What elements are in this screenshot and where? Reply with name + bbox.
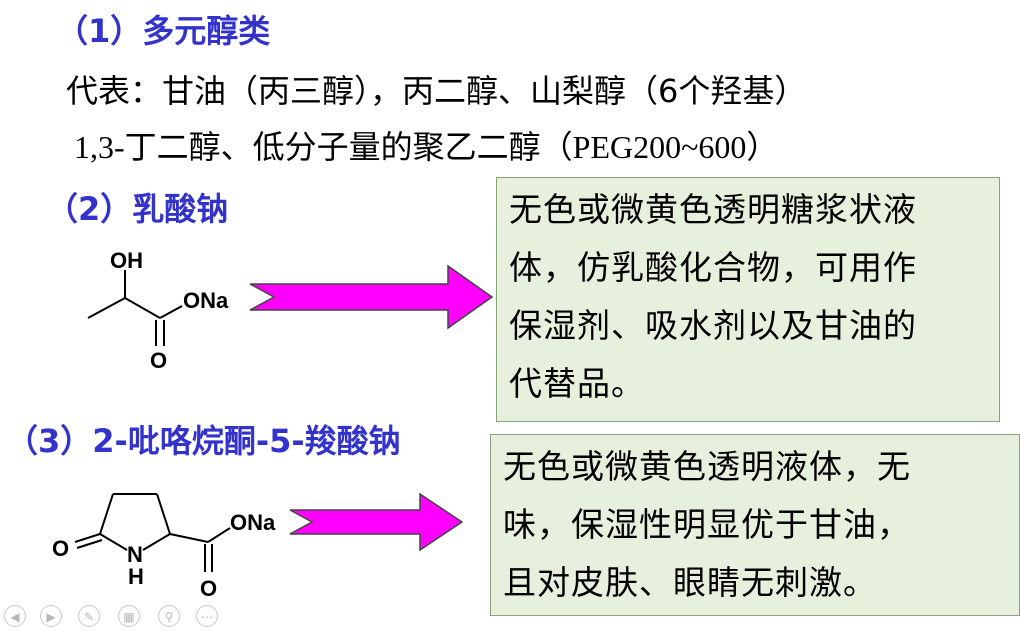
hydrogen-label: H — [128, 564, 144, 589]
box1-line: 无色或微黄色透明糖浆状液 — [509, 190, 917, 229]
carbonyl-o-label: O — [150, 348, 167, 373]
prev-icon[interactable]: ◀ — [4, 605, 26, 627]
sodium-lactate-description: 无色或微黄色透明糖浆状液 体，仿乳酸化合物，可用作 保湿剂、吸水剂以及甘油的 代… — [496, 177, 1000, 422]
next-icon[interactable]: ▶ — [40, 605, 62, 627]
oh-label: OH — [110, 248, 143, 273]
ona-label: ONa — [183, 288, 229, 313]
zoom-icon[interactable]: ⚲ — [158, 605, 180, 627]
ona-label: ONa — [230, 510, 276, 535]
box1-line: 代替品。 — [509, 364, 645, 403]
pca-sodium-structure: ONa O N H O — [52, 493, 276, 601]
box2-line: 无色或微黄色透明液体，无 — [503, 447, 911, 486]
section1-heading: （1）多元醇类 — [56, 12, 271, 50]
section2-heading: （2）乳酸钠 — [46, 190, 229, 228]
box2-line: 且对皮肤、眼睛无刺激。 — [503, 563, 877, 602]
pen-icon[interactable]: ✎ — [78, 605, 100, 627]
arrow-right-icon — [249, 264, 494, 330]
section1-line2: 1,3-丁二醇、低分子量的聚乙二醇（PEG200~600） — [74, 129, 779, 165]
box2-line: 味，保湿性明显优于甘油， — [503, 505, 911, 544]
sodium-lactate-structure: OH ONa O — [87, 248, 229, 373]
pca-sodium-description: 无色或微黄色透明液体，无 味，保湿性明显优于甘油， 且对皮肤、眼睛无刺激。 — [490, 434, 1020, 616]
slides-icon[interactable]: ▦ — [118, 605, 140, 627]
section1-line1: 代表：甘油（丙三醇），丙二醇、山梨醇（6个羟基） — [66, 72, 807, 110]
more-icon[interactable]: ⋯ — [196, 605, 218, 627]
ketone-o-label: O — [52, 536, 69, 561]
carbonyl-o-label: O — [200, 576, 217, 601]
arrow-right-icon — [289, 492, 464, 552]
box1-line: 体，仿乳酸化合物，可用作 — [509, 248, 917, 287]
section3-heading: （3）2-吡咯烷酮-5-羧酸钠 — [6, 422, 401, 460]
box1-line: 保湿剂、吸水剂以及甘油的 — [509, 306, 917, 345]
nitrogen-label: N — [127, 542, 143, 567]
